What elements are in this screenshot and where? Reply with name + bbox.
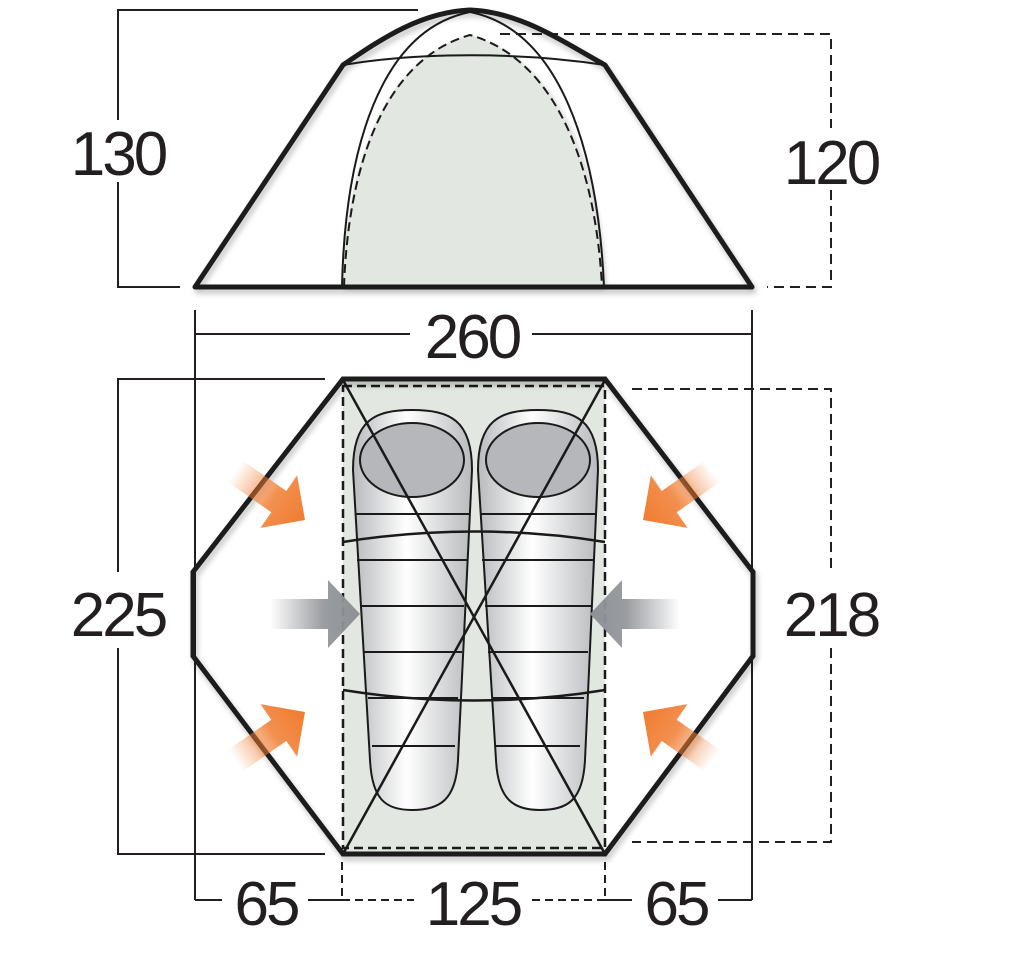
bottom-dimensions xyxy=(195,862,752,901)
vent-arrow-left-top xyxy=(217,445,324,547)
crossing-poles xyxy=(341,379,607,855)
outer-length-dimension xyxy=(117,378,325,855)
outer-length-label: 225 xyxy=(71,581,166,650)
vent-arrow-right-bottom xyxy=(624,685,731,787)
overall-width-label: 260 xyxy=(425,303,521,372)
floor-plan: 225 218 xyxy=(71,376,882,857)
inner-length-label: 218 xyxy=(784,581,879,650)
sleeping-bag-right xyxy=(476,408,600,812)
vent-arrow-left-bottom xyxy=(217,685,324,787)
inner-length-dimension xyxy=(632,388,832,843)
vent-arrow-right-top xyxy=(624,445,731,547)
outer-height-dimension xyxy=(117,9,418,288)
left-porch-label: 65 xyxy=(235,870,298,939)
inner-height-dimension xyxy=(500,33,832,288)
side-view: 130 120 xyxy=(71,7,883,290)
inner-height-label: 120 xyxy=(784,129,880,198)
inner-tent-shape xyxy=(342,35,604,287)
pole-arc xyxy=(341,10,605,288)
sleeping-bag-left xyxy=(351,408,474,812)
right-porch-label: 65 xyxy=(645,870,708,939)
flysheet-floor-outline xyxy=(190,376,756,857)
outer-height-label: 130 xyxy=(71,120,167,189)
flysheet-outline xyxy=(192,7,755,290)
inner-width-label: 125 xyxy=(426,870,521,939)
